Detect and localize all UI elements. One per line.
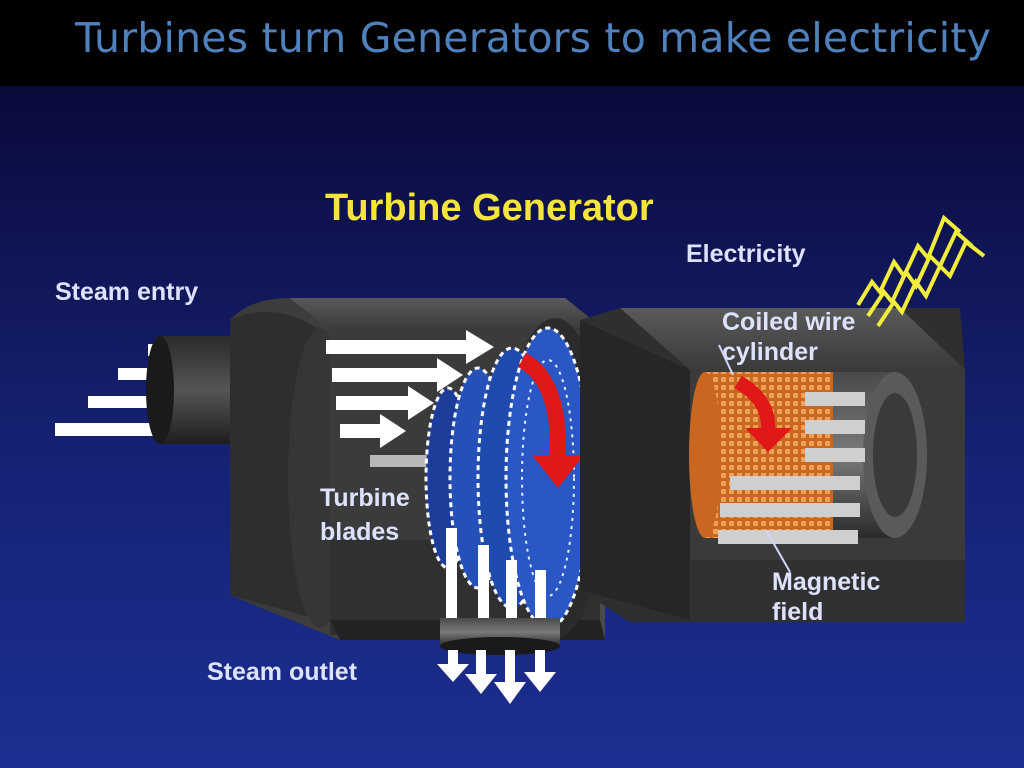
diagram-canvas: Turbine Generator [0,86,1024,768]
steam-entry-label: Steam entry [55,278,198,306]
magnetic-field-label-line2: field [772,598,823,626]
magnetic-field-label-line1: Magnetic [772,568,880,596]
title-bar: Turbines turn Generators to make electri… [0,0,1024,86]
coiled-wire-label-line1: Coiled wire [722,308,855,336]
magnetic-field-bars [718,392,865,544]
electricity-bolts [856,214,986,328]
turbine-blades-label-line2: blades [320,518,399,546]
steam-outlet-pipe [440,618,560,655]
turbine-blades [424,326,592,630]
steam-outlet-label: Steam outlet [207,658,358,686]
slide-title: Turbines turn Generators to make electri… [75,14,992,62]
steam-outlet-arrows [437,650,556,704]
turbine-blades-label-line1: Turbine [320,484,410,512]
leader-lines [718,344,791,573]
turbine-generator-diagram: Turbine Generator [0,86,1024,768]
turbine-rotation-arrow [517,352,584,488]
electricity-label: Electricity [686,240,806,268]
coiled-wire-label-line2: cylinder [722,338,818,366]
steam-outlet-streaks [446,528,546,618]
steam-inflow-arrows [326,330,494,448]
generator-rotation-arrow [734,375,792,452]
diagram-heading: Turbine Generator [325,187,654,229]
